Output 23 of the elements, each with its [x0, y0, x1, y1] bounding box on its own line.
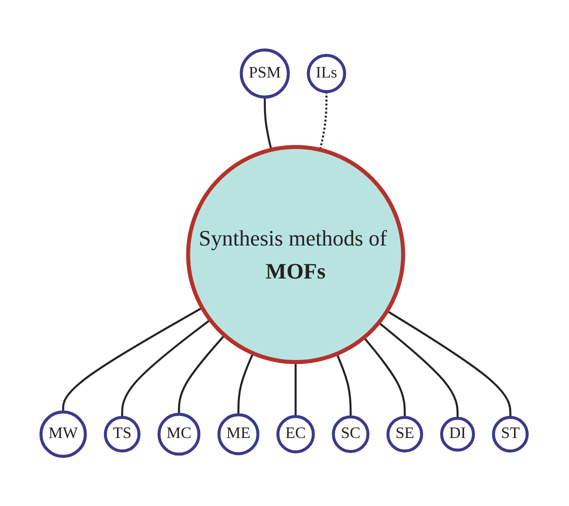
- connector: [336, 353, 352, 417]
- connector: [264, 96, 273, 150]
- node-circle: PSM: [240, 48, 290, 98]
- connector: [295, 362, 298, 416]
- node-circle: MW: [40, 410, 88, 458]
- node-circle: EC: [276, 414, 316, 454]
- node-circle: TS: [104, 416, 141, 452]
- connector: [378, 322, 459, 418]
- node-circle: ST: [492, 416, 530, 452]
- node-circle: DI: [440, 416, 476, 452]
- node-circle: SE: [386, 416, 424, 452]
- node-circle: SC: [332, 415, 370, 453]
- node-circle: ILs: [307, 54, 347, 93]
- connector: [387, 310, 512, 418]
- connector: [364, 336, 406, 418]
- node-circle: MC: [158, 412, 201, 456]
- node-circle: ME: [218, 413, 260, 455]
- connector: [319, 92, 328, 150]
- connector: [122, 318, 212, 418]
- connector: [178, 334, 226, 414]
- node-circle: Synthesis methods of MOFs: [186, 144, 406, 364]
- connector: [62, 306, 204, 412]
- connector: [238, 352, 254, 414]
